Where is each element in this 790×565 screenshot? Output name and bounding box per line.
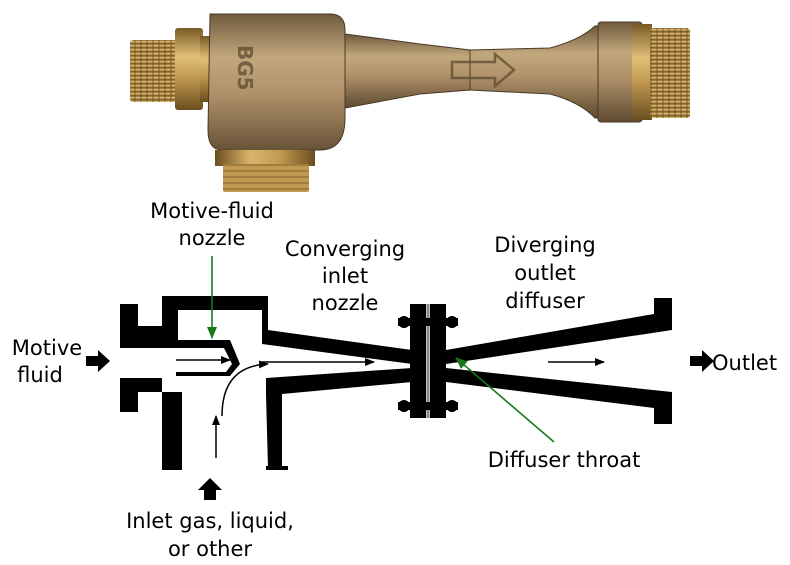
right-thread-fitting [650,28,690,118]
chamber-lower-right-wall [266,394,282,468]
throat-flange-left [410,304,426,418]
inlet-gas-block-arrow [198,478,222,500]
casting-mark: BG5 [233,45,257,91]
label-motive-fluid-2: fluid [17,363,63,387]
motive-fluid-nozzle [120,340,240,376]
label-diverging-3: diffuser [505,289,585,313]
ejector-photo: BG5 [130,13,690,192]
cast-flow-arrow [450,51,516,89]
throat-flange-right [430,304,446,418]
label-converging-1: Converging [285,237,405,261]
label-diverging-1: Diverging [494,233,595,257]
label-outlet: Outlet [712,351,777,375]
converging-nozzle-lower-wall [266,368,412,394]
label-converging-2: inlet [322,264,368,288]
chamber-upper-left-wall [120,296,268,340]
diffuser-throat-leader [455,357,555,443]
diagram-labels: Motive-fluid nozzle Converging inlet noz… [12,199,777,561]
left-thread-fitting [130,40,180,102]
bottom-thread-fitting [223,164,309,192]
label-motive-fluid-nozzle-1: Motive-fluid [150,199,274,223]
label-motive-fluid-1: Motive [12,336,82,360]
flow-arrows [176,356,605,458]
left-hex-nut [175,28,203,110]
label-diverging-2: outlet [514,261,575,285]
motive-fluid-block-arrow [86,350,110,372]
label-inlet-gas-1: Inlet gas, liquid, [126,509,294,533]
diffuser-lower-wall [446,368,672,424]
converging-nozzle-upper-wall [262,312,412,364]
label-motive-fluid-nozzle-2: nozzle [179,226,246,250]
ejector-schematic [120,296,672,470]
throat-bolts [398,316,458,412]
label-converging-3: nozzle [312,291,379,315]
suction-turn-arrow [221,360,269,417]
leader-arrows [207,256,555,443]
label-diffuser-throat: Diffuser throat [488,448,641,472]
bottom-hex-nut [215,150,315,166]
outlet-block-arrow [690,350,714,372]
diffuser-upper-wall [446,298,672,364]
ejector-diverging-tube [469,25,601,119]
block-arrows [86,350,714,500]
chamber-lower-left-wall [120,378,182,468]
ejector-body-block [207,13,346,159]
label-inlet-gas-2: or other [168,537,252,561]
